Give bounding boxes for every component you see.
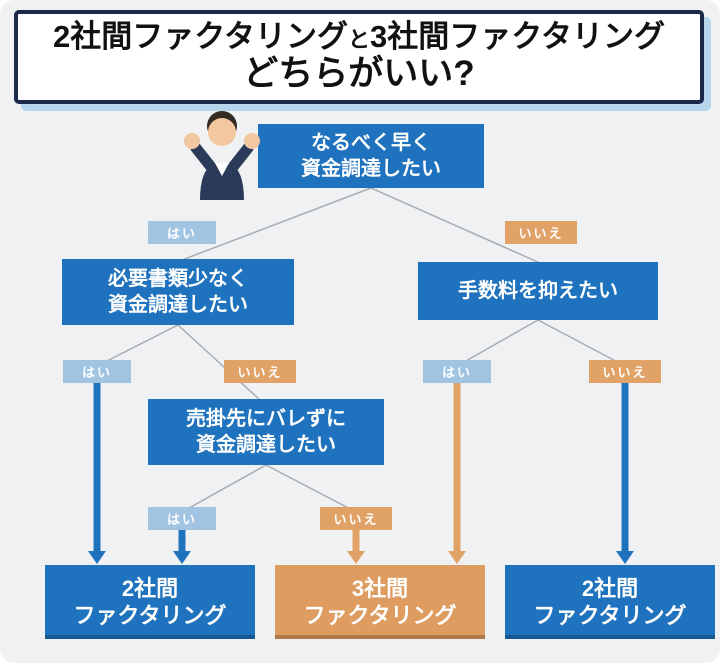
label-yes-few-documents: はい: [63, 360, 131, 383]
title-term-two-party: 2社間ファクタリング: [52, 18, 348, 54]
node-low-fees: 手数料を抑えたい: [418, 262, 658, 320]
label-no-low-fees: いいえ: [589, 360, 661, 383]
node-fast-funding-line1: なるべく早く: [311, 131, 431, 154]
title-term-three-party: 3社間ファクタリング: [370, 18, 665, 54]
arrow-blue-fees-no-to-right-result: [616, 383, 634, 564]
arrow-blue-to-left-result: [88, 383, 106, 564]
line-fees-to-yes: [456, 319, 539, 367]
node-few-documents-line1: 必要書類少なく: [108, 267, 248, 290]
label-yes-hide-from-client: はい: [148, 507, 216, 530]
node-hide-from-client: 売掛先にバレずに 資金調達したい: [148, 399, 384, 465]
title-question: どちらがいい?: [243, 53, 475, 93]
result-two-party-left-line1: 2社間: [121, 575, 179, 601]
result-three-party-middle-line1: 3社間: [351, 575, 409, 601]
result-three-party-middle-line2: ファクタリング: [303, 603, 457, 628]
result-two-party-left-line2: ファクタリング: [73, 603, 227, 628]
result-two-party-right: 2社間 ファクタリング: [505, 565, 715, 639]
node-hide-from-client-line2: 資金調達したい: [196, 434, 336, 456]
result-two-party-right-line2: ファクタリング: [533, 603, 687, 628]
node-fast-funding-line2: 資金調達したい: [301, 158, 441, 180]
label-yes-low-fees: はい: [423, 360, 491, 383]
arrow-orange-secret-no-to-middle-result: [347, 530, 365, 564]
businessman-icon: [180, 106, 264, 200]
node-few-documents-line2: 資金調達したい: [108, 294, 248, 316]
line-root-to-no: [370, 187, 541, 264]
title-conjunction: と: [347, 26, 370, 52]
title-line1: 2社間ファクタリングと3社間ファクタリング: [52, 18, 665, 54]
label-no-hide-from-client: いいえ: [320, 507, 392, 530]
node-few-documents: 必要書類少なく 資金調達したい: [62, 259, 294, 325]
label-no-root: いいえ: [505, 221, 577, 244]
line-secret-to-no: [265, 464, 357, 513]
line-docs-to-yes: [96, 324, 179, 367]
line-docs-to-no: [177, 324, 261, 401]
page-title: 2社間ファクタリングと3社間ファクタリング どちらがいい?: [14, 10, 704, 104]
result-two-party-right-line1: 2社間: [581, 575, 639, 601]
result-three-party-middle: 3社間 ファクタリング: [275, 565, 485, 639]
businessman-svg: [184, 111, 260, 200]
arrow-orange-fees-yes-to-middle-result: [448, 383, 466, 564]
label-no-few-documents: いいえ: [224, 360, 296, 383]
line-fees-to-no: [537, 319, 626, 367]
result-two-party-left: 2社間 ファクタリング: [45, 565, 255, 639]
node-hide-from-client-line1: 売掛先にバレずに: [186, 407, 346, 430]
arrow-blue-secret-yes-to-left-result: [173, 530, 191, 564]
line-secret-to-yes: [181, 464, 267, 513]
node-low-fees-label: 手数料を抑えたい: [458, 279, 618, 302]
node-fast-funding: なるべく早く 資金調達したい: [258, 124, 484, 188]
line-root-to-yes: [181, 187, 372, 261]
label-yes-root: はい: [148, 221, 216, 244]
